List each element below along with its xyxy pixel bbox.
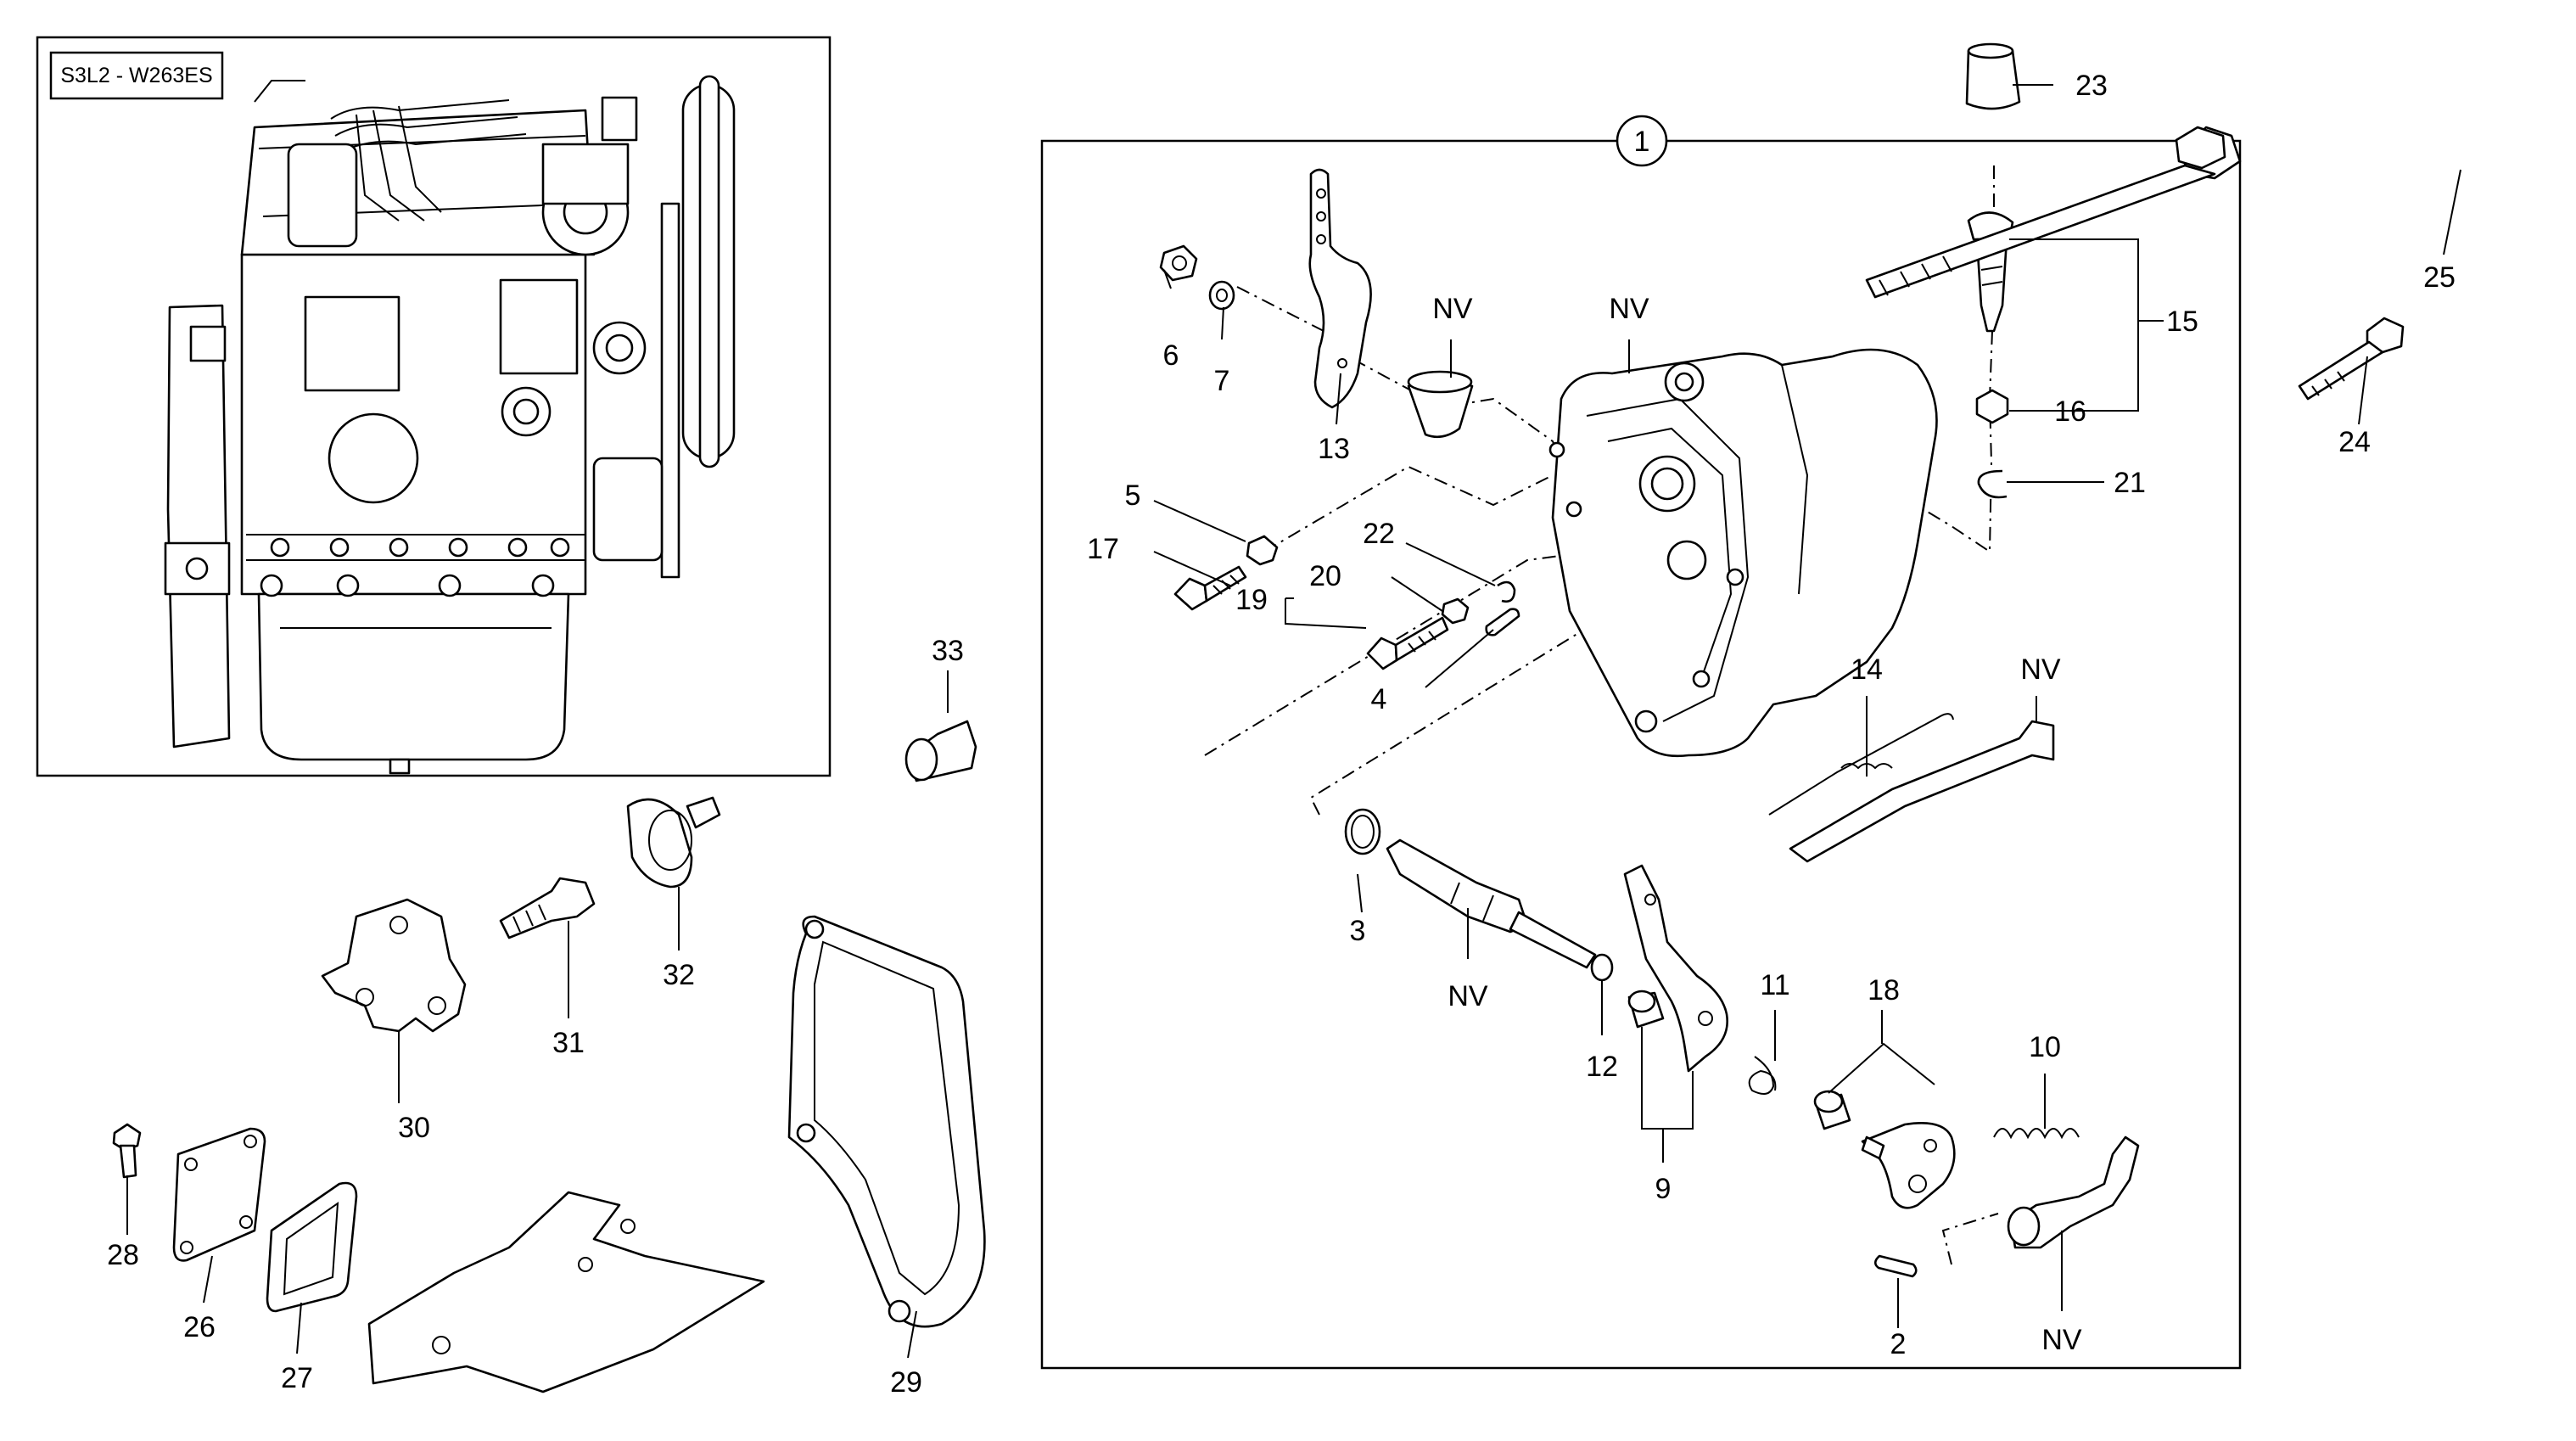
callout-29: 29 [890, 1366, 922, 1399]
engine-illustration [164, 75, 736, 775]
callout-28: 28 [107, 1239, 139, 1271]
callout-14: 14 [1851, 653, 1883, 686]
bolt-25-right [2175, 126, 2226, 170]
gasket-29 [787, 915, 986, 1328]
bushing-9 [1627, 990, 1665, 1029]
governor-housing [1548, 348, 1938, 758]
leader-lines [126, 84, 2461, 1359]
governor-assembly-frame: 1 [1040, 115, 2242, 1370]
callout-12: 12 [1586, 1051, 1618, 1083]
nut-20 [1441, 597, 1470, 625]
callout-1: 1 [1634, 126, 1650, 158]
cap-33 [904, 720, 977, 782]
screw-28 [112, 1123, 142, 1179]
lever-nv-bottom [2007, 1135, 2140, 1249]
bolt-19 [1366, 616, 1449, 670]
nut-16 [1975, 389, 2009, 424]
washer-7 [1208, 280, 1235, 311]
callout-16: 16 [2054, 395, 2086, 428]
callout-23: 23 [2075, 70, 2108, 102]
flange-32 [626, 796, 721, 889]
callout-33: 33 [932, 635, 964, 667]
callout-2: 2 [1890, 1328, 1907, 1360]
nv-label-shaft: NV [1448, 980, 1488, 1012]
nut-6 [1159, 244, 1198, 282]
callout-18: 18 [1868, 974, 1900, 1006]
stud-31 [499, 877, 596, 939]
callout-30: 30 [398, 1112, 430, 1144]
plate-bottom [367, 1191, 765, 1393]
callout-26: 26 [183, 1311, 216, 1343]
lever-13 [1308, 168, 1372, 409]
oring-3 [1344, 808, 1381, 855]
nv-label-housing: NV [1609, 293, 1649, 325]
washer-12 [1590, 953, 1614, 982]
link-nv-right [1789, 720, 2055, 863]
pin-4 [1485, 608, 1520, 636]
callout-4: 4 [1371, 683, 1387, 715]
nv-label-link: NV [2020, 653, 2061, 686]
bolt-24 [2298, 317, 2405, 401]
callout-6: 6 [1163, 339, 1179, 372]
callout-20: 20 [1309, 560, 1341, 592]
callout-13: 13 [1318, 433, 1350, 465]
gasket-27 [266, 1181, 358, 1313]
callout-10: 10 [2029, 1031, 2061, 1063]
engine-overview-inset: S3L2 - W263ES [36, 36, 832, 777]
cover-26 [172, 1127, 266, 1262]
nv-label-lever: NV [2041, 1324, 2082, 1356]
lever-18 [1861, 1122, 1956, 1209]
callout-labels: 23 15 16 21 25 24 6 7 13 NV NV 5 17 22 2… [107, 70, 2456, 1399]
bushing-18 [1813, 1090, 1851, 1130]
callout-9: 9 [1655, 1173, 1672, 1205]
callout-25: 25 [2423, 261, 2456, 294]
pin-2 [1873, 1254, 1918, 1278]
nv-label-cap: NV [1432, 293, 1473, 325]
callout-22: 22 [1363, 518, 1395, 550]
callout-3: 3 [1350, 915, 1366, 947]
callout-31: 31 [552, 1027, 585, 1059]
engine-model-tag: S3L2 - W263ES [60, 64, 212, 87]
nut-5 [1246, 535, 1279, 566]
spring-11 [1748, 1056, 1777, 1095]
cap-23 [1965, 42, 2021, 110]
callout-27: 27 [281, 1362, 313, 1394]
lever-9 [1623, 864, 1729, 1073]
bracket-30 [321, 898, 467, 1033]
callout-11: 11 [1760, 969, 1789, 1001]
callout-24: 24 [2338, 426, 2371, 458]
callout-32: 32 [663, 959, 695, 991]
cap-nv-top [1407, 370, 1474, 439]
clip-21 [1977, 469, 2008, 499]
callout-19: 19 [1235, 584, 1268, 616]
callout-5: 5 [1125, 479, 1141, 512]
callout-7: 7 [1214, 365, 1230, 397]
callout-21: 21 [2114, 467, 2146, 499]
spring-10 [1993, 1128, 2080, 1140]
shaft-nv [1386, 838, 1597, 969]
spring-14 [1768, 713, 1954, 816]
washer-22 [1497, 580, 1516, 603]
callout-15: 15 [2166, 306, 2198, 338]
callout-17: 17 [1087, 533, 1119, 565]
